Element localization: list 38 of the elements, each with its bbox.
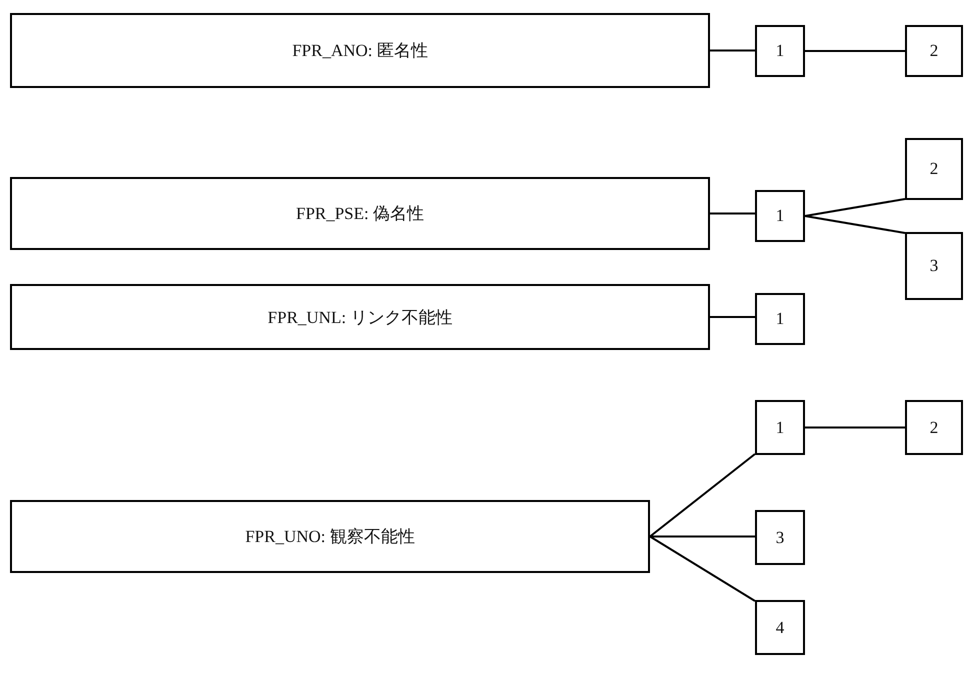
box-label: FPR_UNO: 観察不能性 [245,526,415,548]
component-box [905,400,963,455]
box-label: 1 [776,418,784,438]
connector-line [650,536,755,538]
component-box [10,13,710,88]
box-label: 1 [776,309,784,329]
box-label: 1 [776,206,784,226]
component-box [755,600,805,655]
connector-line [805,50,905,52]
box-label: 4 [776,618,784,638]
connector-line [805,426,905,428]
connector-line [804,215,906,234]
box-label: 2 [930,418,938,438]
box-label: FPR_UNL: リンク不能性 [268,306,452,328]
component-box [905,138,963,200]
connector-line [804,198,906,217]
box-label: 1 [776,41,784,61]
box-label: FPR_ANO: 匿名性 [292,40,428,62]
connector-line [710,316,755,318]
connector-line [710,50,755,52]
component-box [755,510,805,565]
component-box [755,25,805,77]
connector-line [649,453,756,538]
component-box [755,293,805,345]
box-label: 2 [930,41,938,61]
component-box [10,177,710,250]
component-box [905,25,963,77]
component-box [755,400,805,455]
box-label: FPR_PSE: 偽名性 [296,203,424,225]
component-box [10,284,710,350]
component-box [10,500,650,573]
connector-line [710,212,755,214]
component-box [905,232,963,300]
connector-line [649,536,756,602]
box-label: 2 [930,159,938,179]
box-label: 3 [930,256,938,276]
component-box [755,190,805,242]
box-label: 3 [776,528,784,548]
